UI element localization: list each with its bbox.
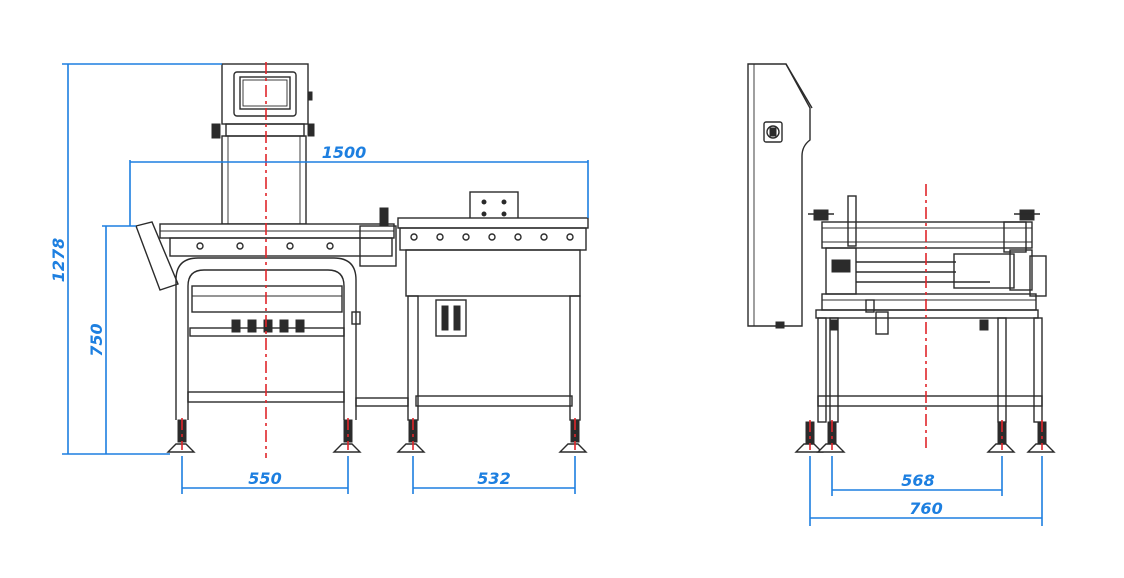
dimension-label: 750 bbox=[87, 323, 106, 356]
dimension-750: 750 bbox=[87, 225, 136, 454]
weigh-feet bbox=[166, 419, 362, 453]
reject-feet bbox=[396, 419, 588, 453]
dimension-760: 760 bbox=[809, 456, 1043, 526]
side-view bbox=[747, 63, 1056, 453]
dimension-532: 532 bbox=[412, 456, 576, 494]
dimension-label: 760 bbox=[909, 499, 942, 518]
side-frame bbox=[817, 317, 1043, 423]
dimension-label: 568 bbox=[901, 471, 934, 490]
dimension-label: 532 bbox=[477, 469, 510, 488]
front-view bbox=[135, 62, 589, 458]
side-conveyor-mechanism bbox=[808, 195, 1047, 335]
reject-conveyor bbox=[397, 191, 589, 421]
weigh-frame bbox=[175, 257, 361, 420]
dimension-550: 550 bbox=[181, 456, 349, 494]
side-feet bbox=[794, 421, 1056, 453]
side-dimensions: 568 760 bbox=[809, 456, 1043, 526]
dimension-label: 550 bbox=[248, 469, 281, 488]
dimension-label: 1278 bbox=[49, 238, 68, 283]
side-cabinet bbox=[747, 63, 813, 329]
connecting-bar bbox=[355, 397, 409, 407]
weighing-head-column bbox=[211, 63, 315, 225]
dimension-1500: 1500 bbox=[129, 143, 589, 226]
dimension-568: 568 bbox=[831, 456, 1003, 496]
dimension-label: 1500 bbox=[322, 143, 367, 162]
weigh-conveyor bbox=[135, 207, 397, 291]
dimension-1278: 1278 bbox=[49, 63, 222, 455]
front-dimensions: 1500 1278 750 550 532 bbox=[49, 63, 589, 494]
touch-screen-display bbox=[242, 79, 288, 107]
